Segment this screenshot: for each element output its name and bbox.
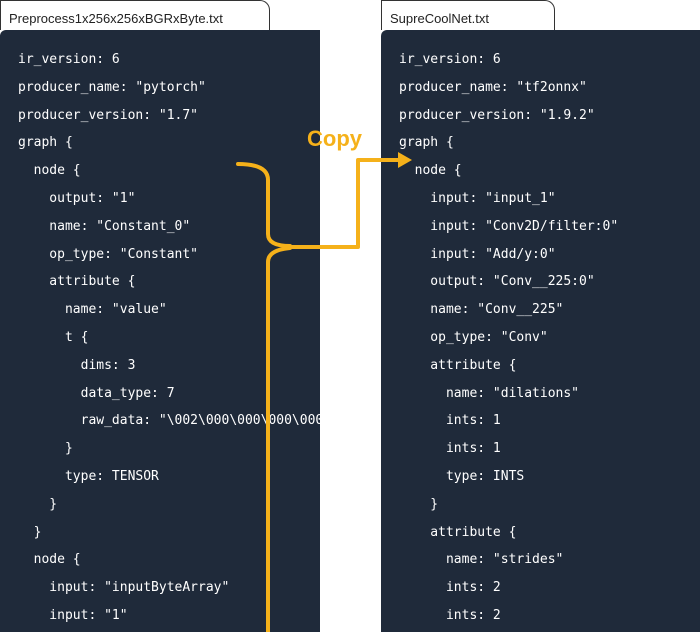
right-code-line: name: "strides" [399,552,564,568]
left-code-line: input: "1" [18,607,128,623]
right-file-tab[interactable]: SupreCoolNet.txt [381,0,555,30]
left-code-line: type: TENSOR [18,468,159,484]
right-code-line: input: "Add/y:0" [399,246,556,262]
right-code-line: output: "Conv__225:0" [399,274,595,290]
right-code-line: ints: 2 [399,580,501,596]
left-code-pane[interactable]: ir_version: 6 producer_name: "pytorch" pro… [0,30,320,632]
right-file-title: SupreCoolNet.txt [390,11,489,26]
right-code-line: name: "dilations" [399,385,580,401]
right-code-line: type: INTS [399,468,525,484]
left-code-block: ir_version: 6 producer_name: "pytorch" pro… [18,46,320,630]
left-code-line: output: "1" [18,190,136,206]
left-code-line: graph { [18,135,73,151]
left-file-tab[interactable]: Preprocess1x256x256xBGRxByte.txt [0,0,270,30]
left-code-line: node { [18,163,81,179]
right-code-line: ints: 1 [399,441,501,457]
left-code-line: name: "value" [18,302,167,318]
left-code-line: } [18,441,73,457]
copy-label: Copy [307,126,362,151]
right-code-line: input: "Conv2D/filter:0" [399,218,619,234]
left-code-line: producer_name: "pytorch" [18,79,206,95]
left-code-line: raw_data: "\002\000\000\000\000 [18,413,320,429]
right-code-line: ir_version: 6 [399,52,501,67]
pane-gap-bottom [320,260,381,632]
right-code-line: node { [399,163,462,179]
left-file-title: Preprocess1x256x256xBGRxByte.txt [9,11,223,26]
left-code-line: op_type: "Constant" [18,246,199,262]
right-code-line: op_type: "Conv" [399,329,548,345]
left-code-line: data_type: 7 [18,385,175,401]
left-code-line: input: "inputByteArray" [18,580,230,596]
right-code-pane[interactable]: ir_version: 6 producer_name: "tf2onnx" pro… [381,30,700,632]
right-code-line: ints: 2 [399,607,501,623]
left-code-line: t { [18,329,89,345]
left-code-line: } [18,524,42,540]
left-code-line: } [18,496,58,512]
right-code-line: name: "Conv__225" [399,302,564,318]
right-code-block: ir_version: 6 producer_name: "tf2onnx" pro… [399,46,700,630]
left-code-line: ir_version: 6 [18,52,120,67]
right-code-line: } [399,496,439,512]
right-code-line: input: "input_1" [399,190,556,206]
right-code-line: graph { [399,135,454,151]
right-code-line: producer_version: "1.9.2" [399,107,595,123]
right-code-line: producer_name: "tf2onnx" [399,79,587,95]
right-code-line: ints: 1 [399,413,501,429]
left-code-line: producer_version: "1.7" [18,107,199,123]
right-code-line: attribute { [399,524,517,540]
left-code-line: name: "Constant_0" [18,218,191,234]
left-code-line: node { [18,552,81,568]
left-code-line: attribute { [18,274,136,290]
left-code-line: dims: 3 [18,357,136,373]
right-code-line: attribute { [399,357,517,373]
